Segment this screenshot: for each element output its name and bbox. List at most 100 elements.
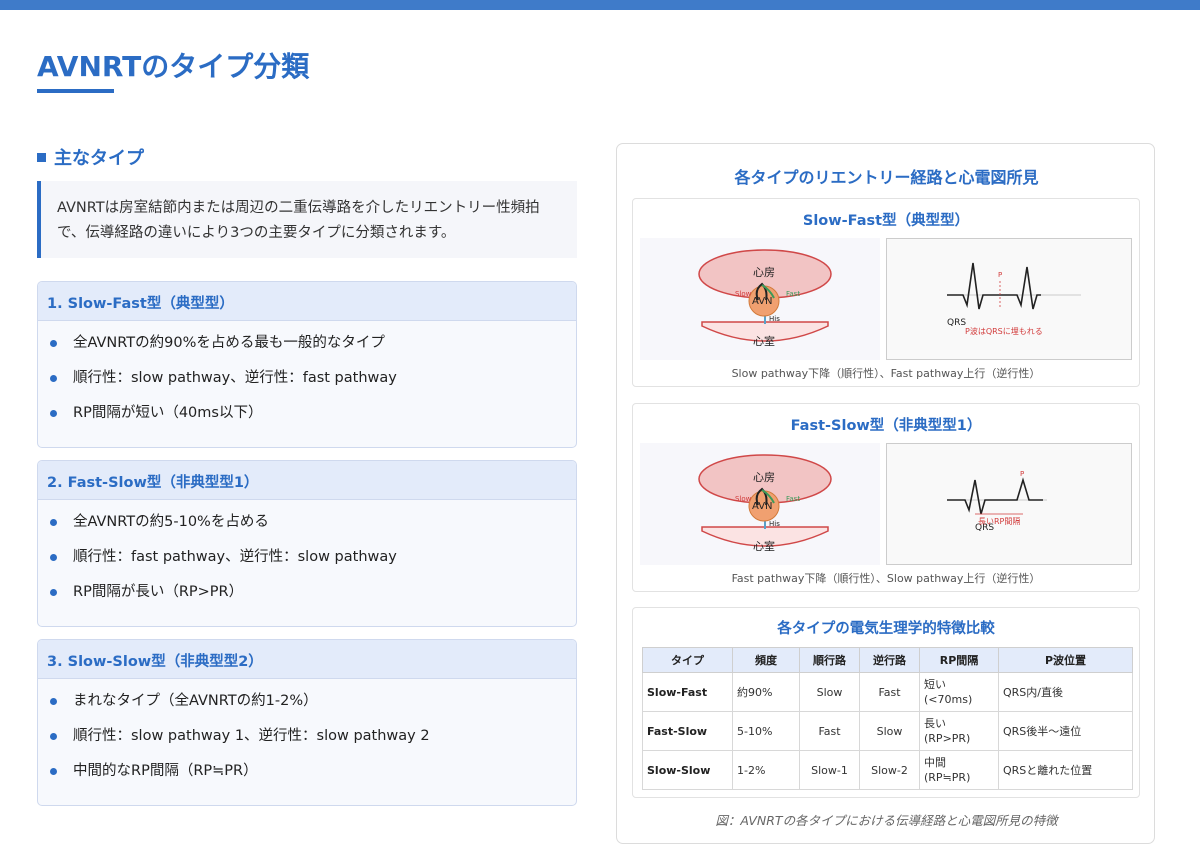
table-row: Fast-Slow 5-10% Fast Slow 長い (RP>PR) QRS後… [642,711,1133,751]
avn-label: AVN [752,501,773,512]
section-heading: 主なタイプ [37,144,144,170]
fast-slow-caption: Fast pathway下降（順行性）、Slow pathway上行（逆行性） [731,572,1041,585]
slow-fast-reentry-diagram: 心房 心室 His AVN Slow Fast [640,238,880,360]
p-position-cell: QRSと離れた位置 [998,750,1133,790]
type-bullet-list: 全AVNRTの約5-10%を占める 順行性：fast pathway、逆行性：s… [38,500,576,617]
slow-fast-title: Slow-Fast型（典型型） [802,213,970,229]
his-label: His [769,520,780,528]
top-accent-bar [0,0,1200,10]
table-row: Slow-Fast 約90% Slow Fast 短い (<70ms) QRS内/… [642,672,1133,712]
list-item: RP間隔が長い（RP>PR） [38,582,576,617]
column-header: タイプ [642,647,733,673]
fast-pathway-path [761,489,775,504]
column-header: RP間隔 [919,647,999,673]
bullet-dot-icon [50,589,57,596]
freq-cell: 約90% [732,672,800,712]
type-cell: Fast-Slow [642,711,733,751]
p-position-cell: QRS内/直後 [998,672,1133,712]
figure-title: 各タイプのリエントリー経路と心電図所見 [734,168,1039,187]
bullet-text: 順行性：slow pathway、逆行性：fast pathway [73,370,397,386]
bullet-text: RP間隔が長い（RP>PR） [73,584,244,600]
fast-label: Fast [786,290,800,298]
bullet-text: 順行性：slow pathway 1、逆行性：slow pathway 2 [73,728,430,744]
type-bullet-list: まれなタイプ（全AVNRTの約1-2%） 順行性：slow pathway 1、… [38,679,576,796]
comparison-title: 各タイプの電気生理学的特徴比較 [777,621,995,637]
rp-detail: (<70ms) [924,693,973,706]
bullet-dot-icon [50,733,57,740]
fast-slow-reentry-diagram: 心房 心室 His AVN Slow Fast [640,443,880,565]
slow-label: Slow [735,495,752,503]
table-row: Slow-Slow 1-2% Slow-1 Slow-2 中間(RP≒PR) Q… [642,750,1133,790]
list-item: 中間的なRP間隔（RP≒PR） [38,761,576,796]
comparison-table: タイプ 頻度 順行路 逆行路 RP間隔 P波位置 Slow-Fast 約90% … [642,647,1133,790]
list-item: 全AVNRTの約5-10%を占める [38,512,576,547]
ecg-note: 長いRP間隔 [978,517,1020,526]
fast-label: Fast [786,495,800,503]
title-underline [37,89,114,93]
column-header: P波位置 [998,647,1133,673]
ventricle-label: 心室 [753,334,775,348]
ecg-trace [947,477,1043,515]
p-position-cell: QRS後半〜遠位 [998,711,1133,751]
fast-slow-title: Fast-Slow型（非典型型1） [790,418,982,434]
rp-cell: 中間(RP≒PR) [919,750,999,790]
ecg-note: P波はQRSに埋もれる [965,326,1043,336]
rp-detail: (RP≒PR) [924,771,971,784]
bullet-dot-icon [50,410,57,417]
rp-main: 長い [924,717,946,730]
avn-label: AVN [752,296,773,307]
ventricle-label: 心室 [753,539,775,553]
rp-main: 短い [924,678,946,691]
ventricle-shape [701,526,829,547]
type-card-slow-slow: 3. Slow-Slow型（非典型型2） まれなタイプ（全AVNRTの約1-2%… [37,639,577,806]
bullet-dot-icon [50,519,57,526]
antegrade-cell: Fast [799,711,860,751]
reentry-loop-path [755,282,768,301]
type-bullet-list: 全AVNRTの約90%を占める最も一般的なタイプ 順行性：slow pathwa… [38,321,576,438]
bullet-dot-icon [50,554,57,561]
page-title: AVNRTのタイプ分類 [37,50,310,83]
list-item: 順行性：slow pathway、逆行性：fast pathway [38,368,576,403]
column-header: 順行路 [799,647,860,673]
figure-panel: 各タイプのリエントリー経路と心電図所見 Slow-Fast型（典型型） 心房 心… [616,143,1155,844]
type-card-fast-slow: 2. Fast-Slow型（非典型型1） 全AVNRTの約5-10%を占める 順… [37,460,577,627]
bullet-text: まれなタイプ（全AVNRTの約1-2%） [73,693,318,709]
bullet-dot-icon [50,375,57,382]
column-header: 逆行路 [859,647,920,673]
list-item: RP間隔が短い（40ms以下） [38,403,576,438]
type-cell: Slow-Slow [642,750,733,790]
fast-slow-subpanel: Fast-Slow型（非典型型1） 心房 心室 His AVN Slow Fas… [632,403,1140,592]
section-heading-text: 主なタイプ [54,148,144,169]
atrium-label: 心房 [753,266,775,279]
retrograde-cell: Fast [859,672,920,712]
freq-cell: 5-10% [732,711,800,751]
qrs-label: QRS [975,523,994,533]
bullet-dot-icon [50,698,57,705]
bullet-dot-icon [50,768,57,775]
column-header: 頻度 [732,647,800,673]
rp-cell: 短い (<70ms) [919,672,999,712]
reentry-loop-path [755,487,768,506]
fast-pathway-path [761,284,775,299]
retrograde-cell: Slow [859,711,920,751]
type-card-header: 1. Slow-Fast型（典型型） [38,282,576,321]
list-item: まれなタイプ（全AVNRTの約1-2%） [38,691,576,726]
rp-detail: (RP>PR) [924,732,971,745]
type-card-slow-fast: 1. Slow-Fast型（典型型） 全AVNRTの約90%を占める最も一般的な… [37,281,577,448]
ventricle-shape [701,321,829,342]
slow-label: Slow [735,290,752,298]
bullet-text: RP間隔が短い（40ms以下） [73,405,263,421]
antegrade-cell: Slow [799,672,860,712]
comparison-subpanel: 各タイプの電気生理学的特徴比較 タイプ 頻度 順行路 逆行路 RP間隔 P波位置… [632,607,1140,798]
type-card-header: 3. Slow-Slow型（非典型型2） [38,640,576,679]
bullet-text: 中間的なRP間隔（RP≒PR） [73,763,258,779]
freq-cell: 1-2% [732,750,800,790]
type-card-header: 2. Fast-Slow型（非典型型1） [38,461,576,500]
qrs-label: QRS [947,318,966,328]
square-bullet-icon [37,152,46,162]
list-item: 順行性：slow pathway 1、逆行性：slow pathway 2 [38,726,576,761]
type-cell: Slow-Fast [642,672,733,712]
slow-fast-ecg: P QRS P波はQRSに埋もれる [886,238,1132,360]
retrograde-cell: Slow-2 [859,750,920,790]
list-item: 順行性：fast pathway、逆行性：slow pathway [38,547,576,582]
